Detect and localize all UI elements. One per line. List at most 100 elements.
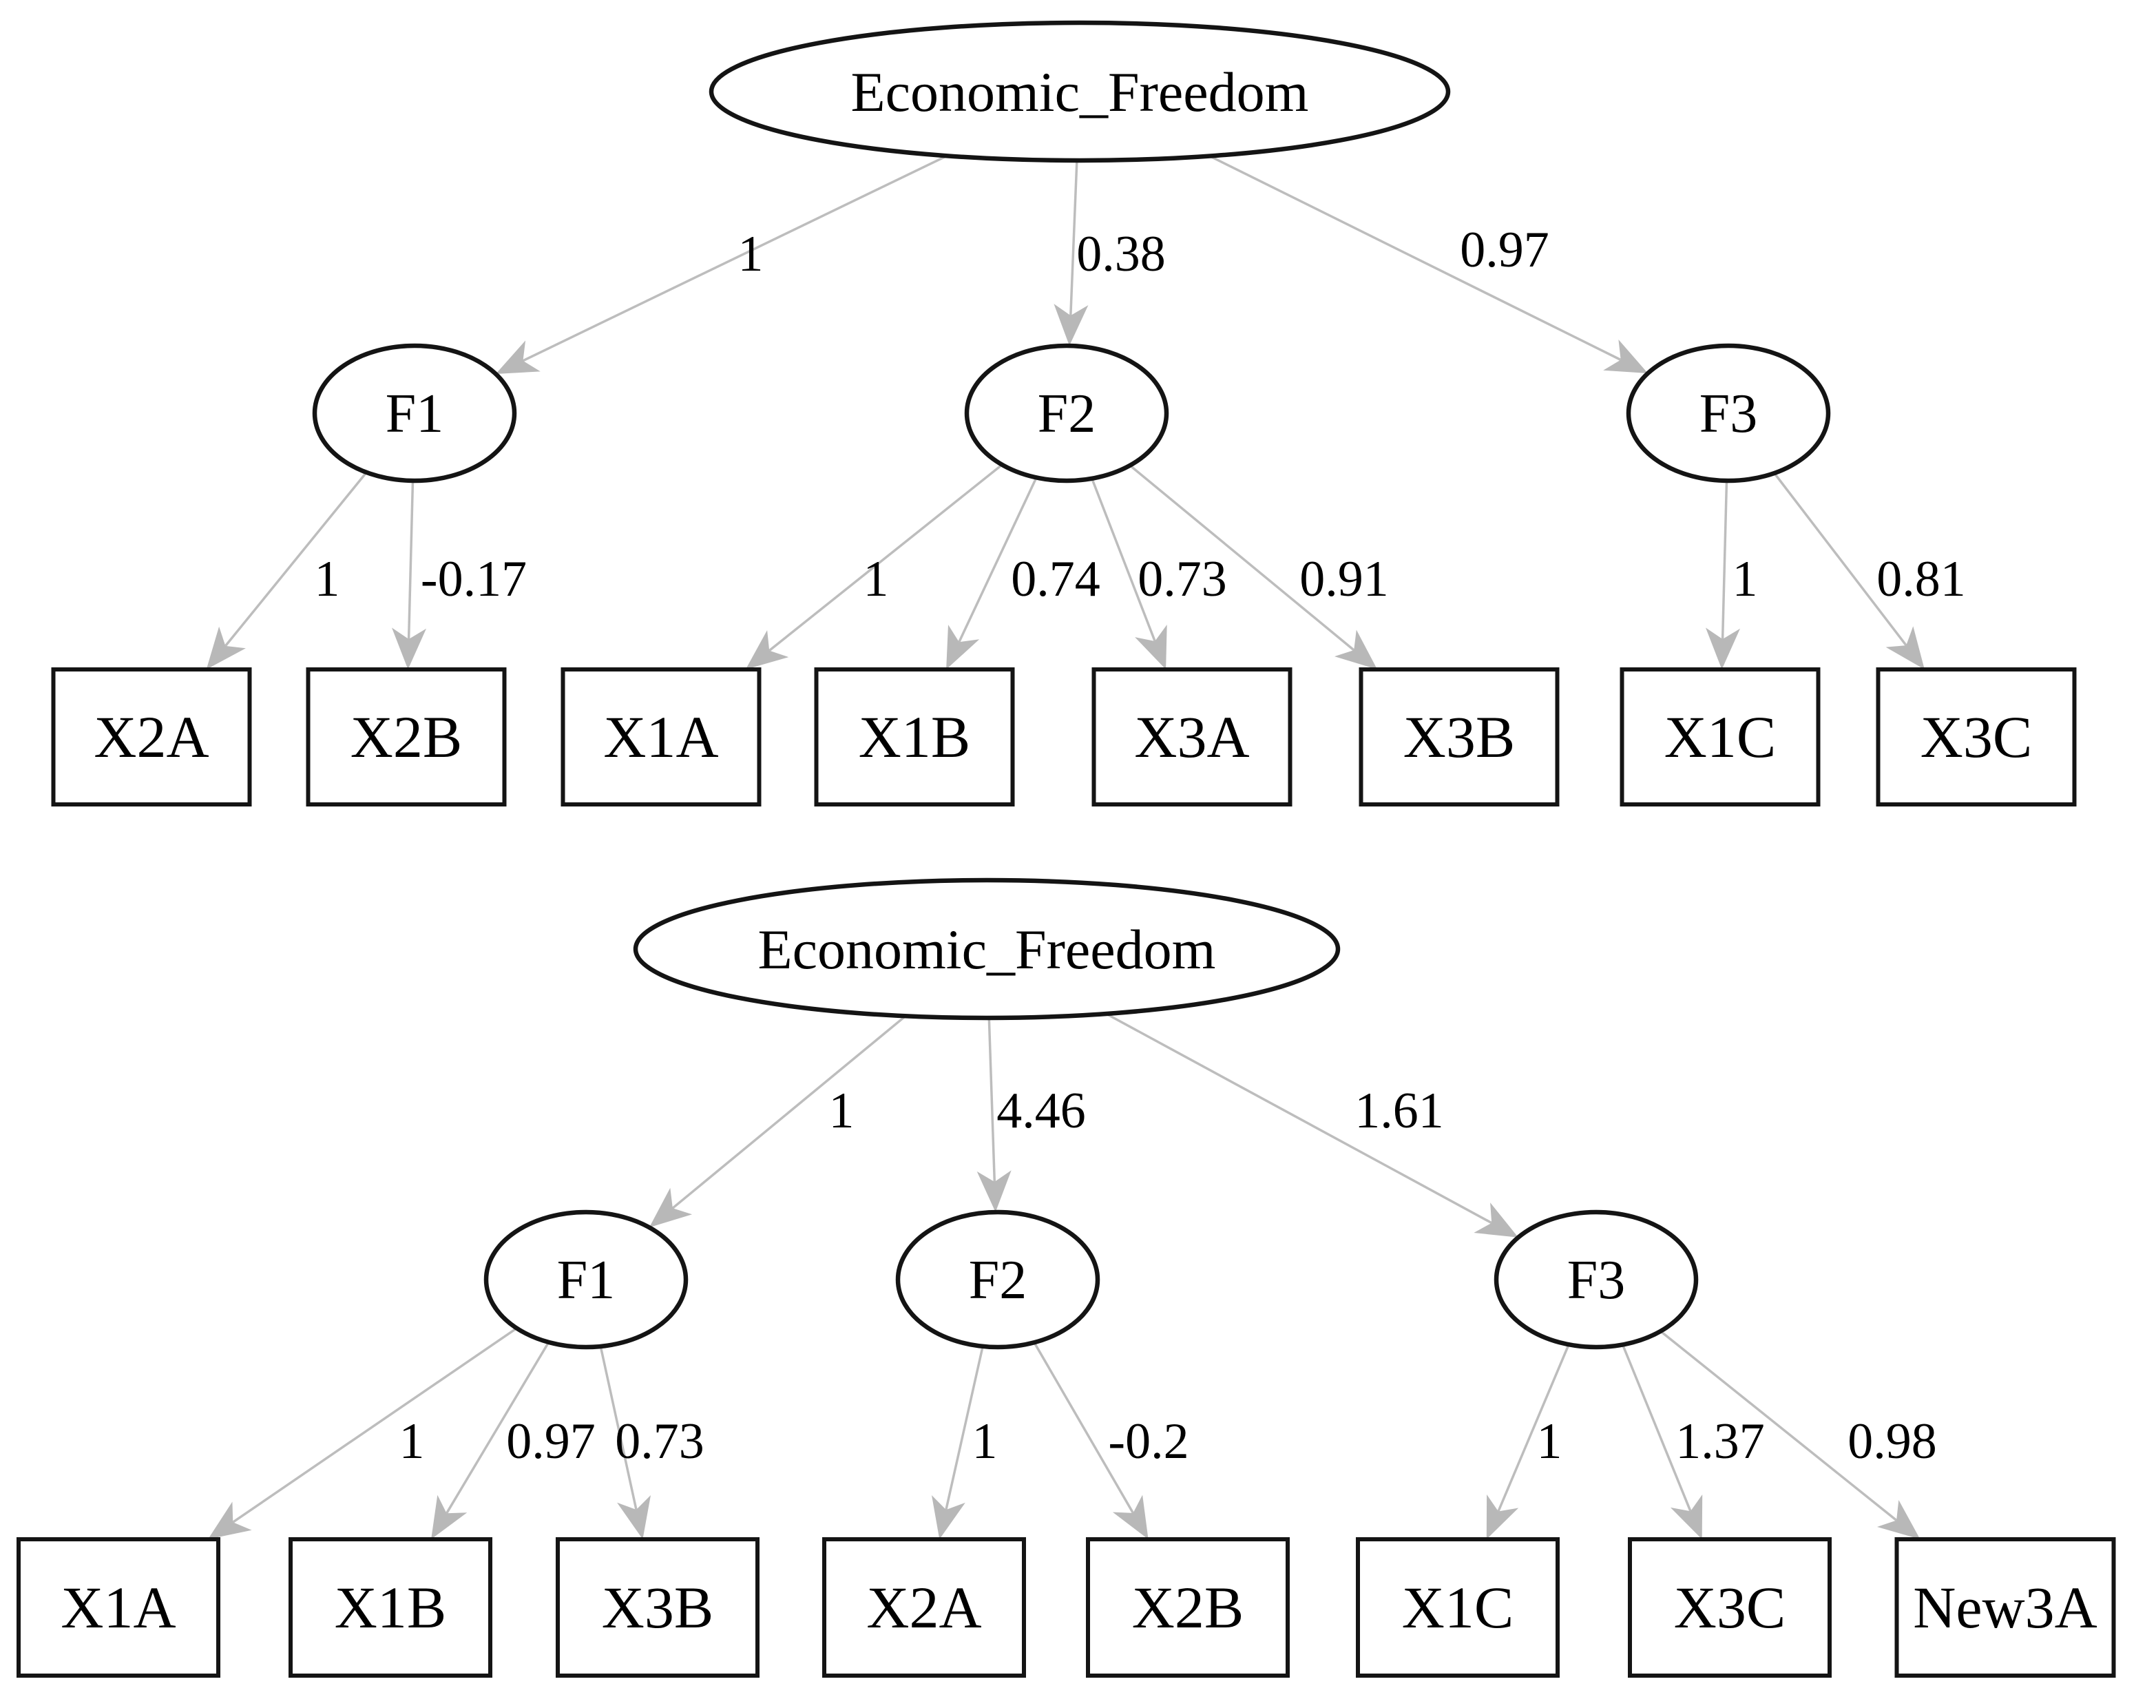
arrowhead-icon <box>1706 627 1740 669</box>
edge-weight-label-f2-x2b: -0.2 <box>1108 1413 1189 1470</box>
path-arrow-line-ef-f3 <box>1208 155 1622 362</box>
observed-rect-x2b <box>1086 1537 1290 1678</box>
edge-weight-label-f3-x1c: 1 <box>1733 551 1758 607</box>
observed-rect-x3b <box>556 1537 760 1678</box>
edge-weight-label-ef-f2: 0.38 <box>1076 226 1166 282</box>
observed-rect-x2a <box>51 667 252 806</box>
edge-weight-label-ef-f1: 1 <box>738 226 764 282</box>
edge-weight-label-ef-f3: 0.97 <box>1460 222 1549 278</box>
path-arrow-line-f2-x1b <box>958 477 1038 643</box>
node-label-x3a: X3A <box>1134 704 1249 770</box>
path-arrow-line-f3-x1c <box>1721 480 1728 640</box>
node-label-x1c: X1C <box>1402 1574 1514 1641</box>
arrowhead-icon <box>206 626 246 669</box>
node-label-f2: F2 <box>1038 384 1096 444</box>
node-label-x1b: X1B <box>859 704 970 770</box>
observed-rect-x1c <box>1356 1537 1560 1678</box>
path-arrow-line-ef-f2 <box>987 1017 996 1183</box>
arrowhead-icon <box>946 625 980 669</box>
path-arrow-line-f2-x3a <box>1091 478 1156 642</box>
edge-weight-label-f2-x3a: 0.73 <box>1138 551 1227 607</box>
edge-weight-label-f1-x2a: 1 <box>315 551 340 607</box>
node-label-x3b: X3B <box>602 1574 713 1641</box>
edge-weight-label-f3-new3a: 0.98 <box>1848 1413 1937 1470</box>
observed-rect-x2b <box>306 667 507 806</box>
factor-ellipse-f2 <box>964 343 1169 483</box>
node-label-f2: F2 <box>969 1250 1027 1311</box>
path-arrow-line-ef-f1 <box>522 154 948 362</box>
arrowhead-icon <box>1112 1494 1149 1539</box>
edge-weight-label-ef-f1: 1 <box>829 1083 855 1139</box>
arrowhead-icon <box>1135 625 1167 669</box>
edge-weight-label-f3-x1c: 1 <box>1537 1413 1562 1470</box>
edge-weight-label-f2-x1a: 1 <box>864 551 889 607</box>
path-arrow-line-f2-x3b <box>1129 464 1355 652</box>
node-label-x3c: X3C <box>1920 704 2032 770</box>
observed-rect-x1a <box>17 1537 220 1678</box>
edge-weight-label-f1-x1a: 1 <box>399 1413 425 1470</box>
path-arrow-line-ef-f3 <box>1105 1012 1493 1225</box>
observed-rect-x1c <box>1620 667 1821 806</box>
arrowhead-icon <box>745 630 789 669</box>
arrowhead-icon <box>1335 629 1378 669</box>
arrowhead-icon <box>1474 1202 1518 1238</box>
edge-weight-label-ef-f2: 4.46 <box>996 1083 1086 1139</box>
observed-rect-x3a <box>1091 667 1292 806</box>
latent-ellipse-economic_freedom <box>709 20 1451 163</box>
edge-weight-label-f1-x2b: -0.17 <box>421 551 527 607</box>
node-label-economic_freedom: Economic_Freedom <box>758 918 1216 981</box>
path-arrow-line-f1-x1b <box>446 1342 550 1514</box>
arrowhead-icon <box>208 1501 252 1539</box>
factor-ellipse-f1 <box>483 1209 689 1350</box>
edge-weight-label-f3-x3c: 1.37 <box>1675 1413 1765 1470</box>
edge-layer <box>206 154 1925 669</box>
path-arrow-line-ef-f2 <box>1069 160 1078 316</box>
observed-rect-x3c <box>1628 1537 1832 1678</box>
arrowhead-icon <box>1877 1500 1920 1539</box>
arrowhead-icon <box>617 1495 651 1539</box>
latent-ellipse-economic_freedom <box>633 877 1341 1021</box>
arrowhead-icon <box>392 627 426 669</box>
arrowhead-icon <box>1885 626 1925 669</box>
observed-rect-x3b <box>1359 667 1560 806</box>
node-label-f1: F1 <box>557 1250 616 1311</box>
path-arrow-line-f2-x2b <box>1033 1342 1135 1514</box>
path-arrow-line-f1-x1a <box>232 1327 518 1523</box>
edge-weight-label-f2-x1b: 0.74 <box>1011 551 1100 607</box>
factor-ellipse-f2 <box>895 1209 1100 1350</box>
arrowhead-icon <box>976 1170 1012 1212</box>
observed-rect-new3a <box>1894 1537 2116 1678</box>
node-label-economic_freedom: Economic_Freedom <box>851 61 1309 123</box>
edge-weight-label-ef-f3: 1.61 <box>1354 1083 1444 1139</box>
arrowhead-icon <box>1670 1494 1703 1539</box>
node-label-x2b: X2B <box>1132 1574 1244 1641</box>
path-arrow-line-f3-x3c <box>1621 1344 1692 1512</box>
edge-weight-label-f2-x2a: 1 <box>972 1413 998 1470</box>
edge-weight-label-f3-x3c: 0.81 <box>1876 551 1966 607</box>
path-arrow-line-f1-x2b <box>407 480 415 640</box>
node-label-x2b: X2B <box>350 704 462 770</box>
observed-rect-x1b <box>289 1537 492 1678</box>
path-arrow-line-f1-x2a <box>224 471 368 647</box>
node-label-x1b: X1B <box>335 1574 446 1641</box>
node-label-f3: F3 <box>1699 384 1758 444</box>
edge-weight-label-f1-x3b: 0.73 <box>615 1413 704 1470</box>
arrowhead-icon <box>1603 340 1649 373</box>
path-arrow-line-ef-f1 <box>671 1014 907 1209</box>
arrowhead-icon <box>1486 1494 1519 1539</box>
path-arrow-line-f3-x3c <box>1773 472 1907 647</box>
node-label-x3c: X3C <box>1674 1574 1786 1641</box>
factor-ellipse-f1 <box>312 343 517 483</box>
edge-weight-label-f1-x1b: 0.97 <box>506 1413 596 1470</box>
path-arrow-line-f2-x2a <box>945 1346 984 1510</box>
node-label-x3b: X3B <box>1403 704 1515 770</box>
path-arrow-line-f3-x1c <box>1497 1344 1570 1512</box>
observed-rect-x1b <box>814 667 1015 806</box>
node-label-f1: F1 <box>386 384 444 444</box>
arrowhead-icon <box>932 1495 965 1539</box>
